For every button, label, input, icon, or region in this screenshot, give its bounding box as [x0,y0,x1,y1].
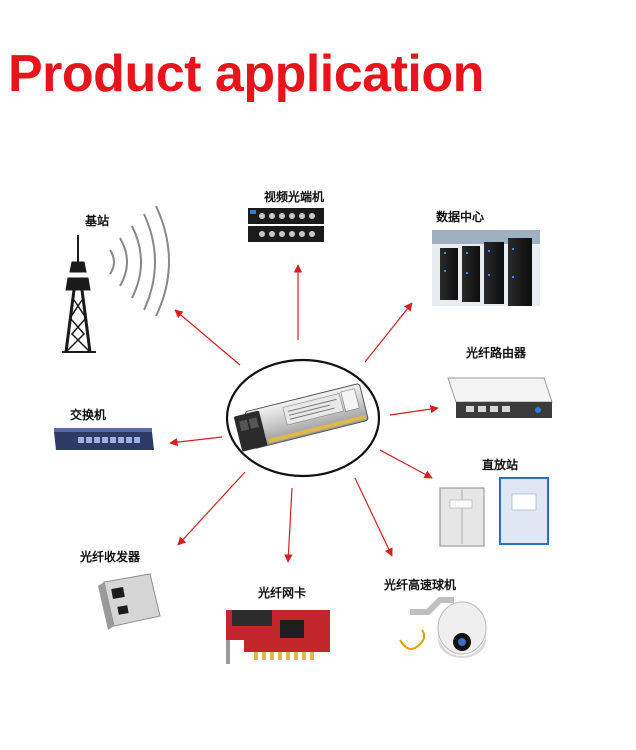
label-fiber-nic: 光纤网卡 [258,586,307,600]
arrow-to-repeater [379,449,433,479]
sfp-module-icon [225,358,381,478]
label-switch: 交换机 [70,408,107,422]
video-optical-transceiver-icon [248,208,324,242]
arrows [169,264,439,563]
network-switch-icon [54,428,154,450]
dome-camera-icon [399,597,487,658]
arrow-to-data-center [364,302,413,363]
label-fiber-router: 光纤路由器 [466,346,527,360]
label-media-converter: 光纤收发器 [80,550,141,564]
arrow-to-media-converter [177,471,246,546]
label-base-station: 基站 [85,214,110,228]
arrow-to-speed-dome [354,477,393,557]
media-converter-icon [98,573,161,630]
label-repeater: 直放站 [482,458,519,472]
server-racks-icon [432,230,540,306]
arrow-to-fiber-router [389,404,439,416]
label-video-optical: 视频光端机 [264,190,325,204]
arrow-to-fiber-nic [284,487,293,563]
arrow-to-switch [169,436,223,447]
radio-tower-icon [62,205,170,353]
repeater-cabinet-icon [439,477,549,547]
label-data-center: 数据中心 [436,210,485,224]
arrow-to-base-station [174,309,241,366]
label-speed-dome: 光纤高速球机 [384,578,457,592]
router-icon [447,377,553,418]
network-card-icon [226,610,330,664]
page-title: Product application [8,45,484,103]
